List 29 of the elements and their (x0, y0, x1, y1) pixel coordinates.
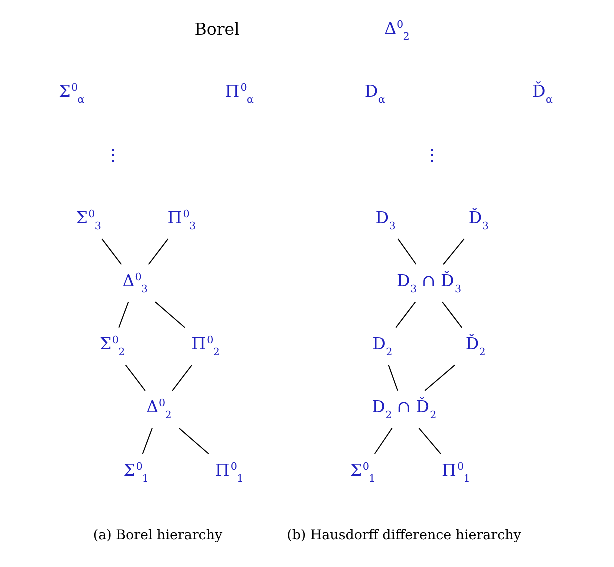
node-text: D$_{2}$ ∩ Ď$_{2}$ (372, 398, 436, 422)
connector (142, 428, 152, 454)
node-text: Ď$_{3}$ (468, 208, 488, 232)
label: ⋮ (104, 146, 122, 166)
connector (442, 238, 464, 265)
label: (a) Borel hierarchy (92, 528, 222, 544)
node-text: D$_{3}$ ∩ Ď$_{3}$ (396, 271, 462, 296)
connector (424, 364, 455, 392)
connector (397, 238, 416, 265)
connector (388, 365, 398, 392)
node-text: Ď$_{2}$ (465, 334, 486, 359)
connector (118, 302, 129, 328)
node-text: D$_{3}$ (375, 208, 396, 232)
label: D$_{α}$ (364, 82, 385, 106)
node-text: D$_{2}$ (372, 334, 392, 359)
connector (154, 302, 185, 328)
label: Borel (194, 20, 240, 39)
connector (148, 238, 168, 265)
connector (418, 428, 441, 454)
connector (374, 428, 392, 454)
connector (395, 302, 416, 328)
label: Ď$_{α}$ (532, 82, 553, 106)
connector (172, 365, 192, 392)
connector (442, 302, 462, 328)
connector (101, 238, 122, 265)
label: ⋮ (423, 146, 440, 166)
label: (b) Hausdorff difference hierarchy (286, 528, 521, 544)
connector (178, 428, 209, 454)
connector (125, 365, 146, 392)
